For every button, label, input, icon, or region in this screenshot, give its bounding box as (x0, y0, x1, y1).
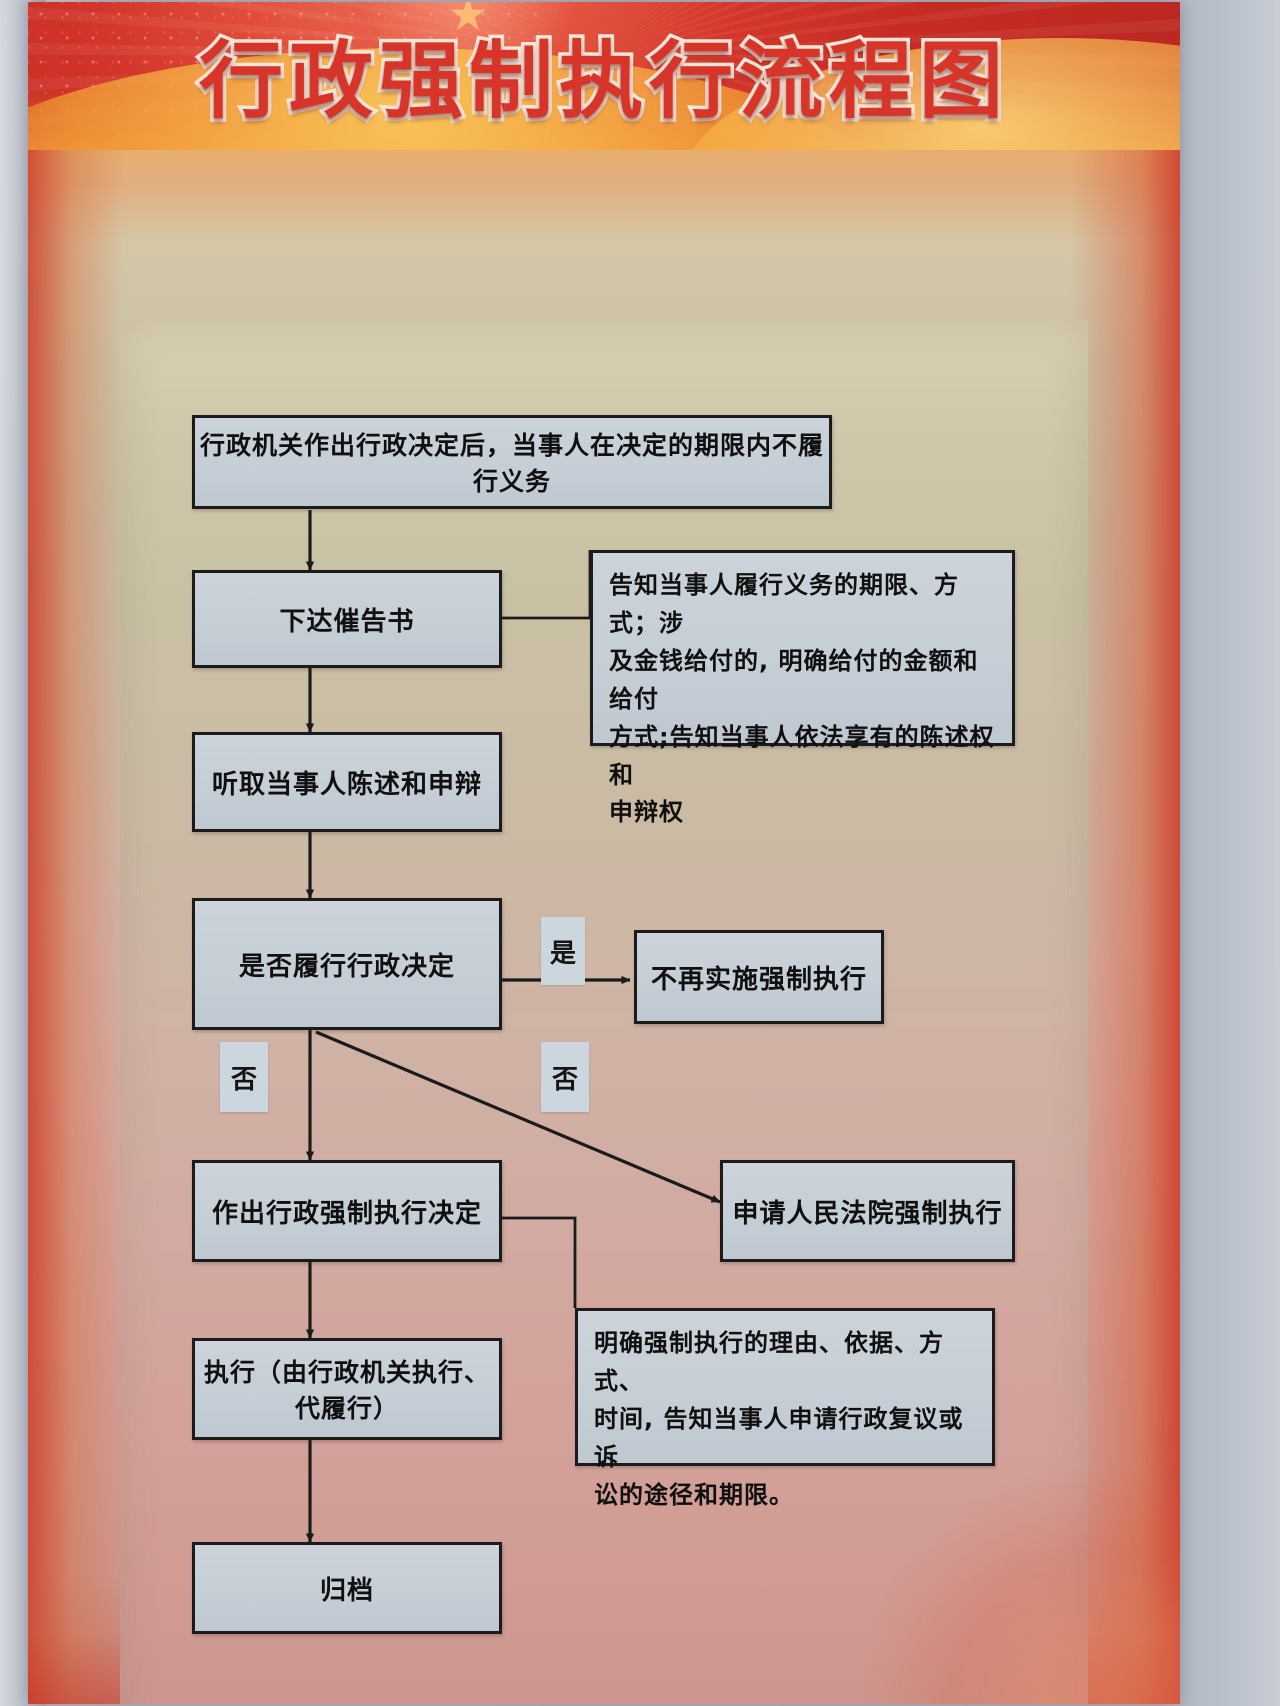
edge-label-yes: 是 (541, 917, 585, 985)
flowchart-connectors (305, 510, 721, 1543)
flow-note-urging-letter-content: 告知当事人履行义务的期限、方式；涉 及金钱给付的, 明确给付的金额和给付 方式;… (590, 550, 1015, 826)
note-line: 方式;告知当事人依法享有的陈述权和 (609, 722, 995, 789)
flow-node-issue-urging-letter[interactable]: 下达催告书 (192, 570, 502, 668)
right-red-edge-decoration (1070, 150, 1180, 1704)
flow-node-execute[interactable]: 执行（由行政机关执行、代履行） (192, 1338, 502, 1440)
flow-node-make-enforcement-decision[interactable]: 作出行政强制执行决定 (192, 1160, 502, 1262)
laminate-sheen-right (1160, 0, 1280, 1706)
edge-label-no-diagonal: 否 (541, 1042, 589, 1112)
poster-body: 行政机关作出行政决定后，当事人在决定的期限内不履行义务 下达催告书 告知当事人履… (28, 150, 1180, 1704)
note-line: 及金钱给付的, 明确给付的金额和给付 (609, 646, 979, 713)
note-line: 讼的途径和期限。 (594, 1480, 794, 1509)
flow-node-no-enforcement[interactable]: 不再实施强制执行 (634, 930, 884, 1024)
left-red-edge-decoration (28, 150, 124, 1704)
flow-note-enforcement-decision-content: 明确强制执行的理由、依据、方式、 时间, 告知当事人申请行政复议或诉 讼的途径和… (575, 1308, 995, 1509)
note-line: 申辩权 (609, 798, 684, 827)
flow-node-decision-compliance[interactable]: 是否履行行政决定 (192, 898, 502, 1030)
page-title: 行政强制执行流程图 (195, 32, 1009, 130)
flow-node-hear-statement-defense[interactable]: 听取当事人陈述和申辩 (192, 732, 502, 832)
flow-node-archive[interactable]: 归档 (192, 1542, 502, 1634)
note-line: 明确强制执行的理由、依据、方式、 (594, 1329, 944, 1395)
note-line: 时间, 告知当事人申请行政复议或诉 (594, 1404, 964, 1471)
poster: 行政强制执行流程图 (28, 2, 1180, 1704)
note-line: 告知当事人履行义务的期限、方式；涉 (609, 571, 959, 637)
corner-glow-decoration (860, 1464, 1180, 1704)
flowchart: 行政机关作出行政决定后，当事人在决定的期限内不履行义务 下达催告书 告知当事人履… (120, 320, 1088, 1704)
flow-node-initial-decision[interactable]: 行政机关作出行政决定后，当事人在决定的期限内不履行义务 (192, 415, 832, 509)
flow-node-apply-to-court[interactable]: 申请人民法院强制执行 (720, 1160, 1015, 1262)
edge-label-no-down: 否 (220, 1042, 268, 1112)
